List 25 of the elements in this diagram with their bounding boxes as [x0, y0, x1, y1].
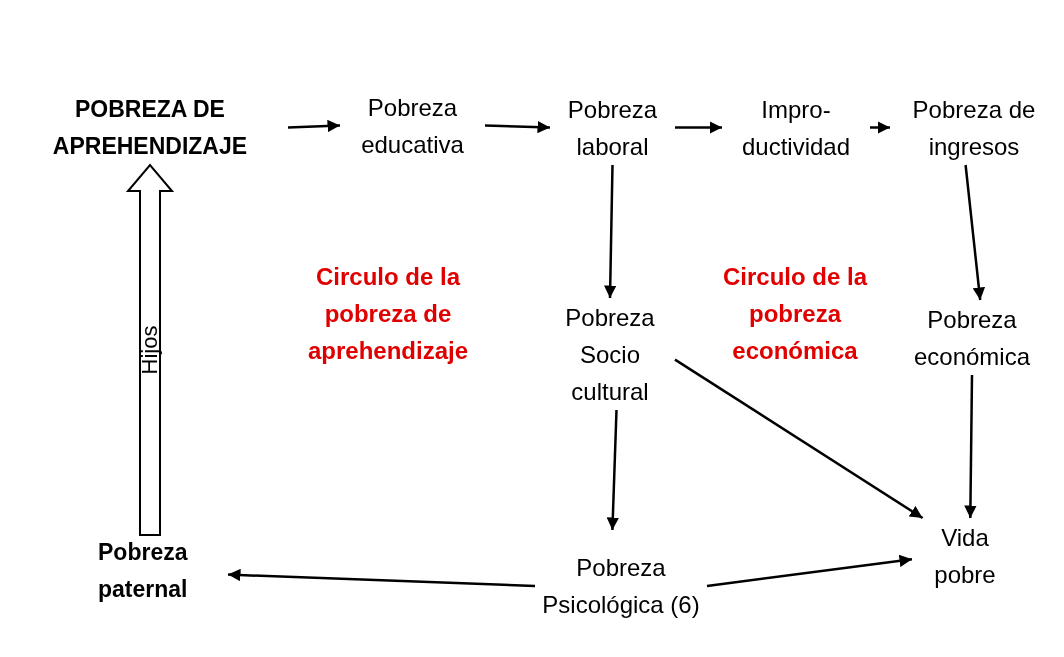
- arrow: [674, 358, 924, 520]
- node-label: POBREZA DE APREHENDIZAJE: [51, 94, 249, 161]
- arrow: [964, 375, 977, 518]
- node-label: Pobreza económica: [912, 304, 1032, 372]
- arrow: [484, 120, 551, 134]
- node-label: Pobreza de ingresos: [911, 94, 1037, 162]
- node-label: Pobreza Psicológica (6): [541, 553, 701, 620]
- arrow: [706, 554, 913, 588]
- block-arrow: [125, 163, 175, 536]
- node-label: Pobreza paternal: [98, 538, 189, 604]
- node-label: Pobreza laboral: [566, 94, 659, 162]
- arrow: [964, 164, 986, 301]
- cycle-title: Circulo de la pobreza económica: [721, 262, 869, 366]
- cycle-title: Circulo de la pobreza de aprehendizaje: [306, 262, 470, 366]
- node-label: Impro-ductividad: [740, 94, 852, 162]
- node-label: Pobreza Socio cultural: [564, 302, 656, 407]
- arrow: [227, 568, 536, 588]
- node-label: Pobreza educativa: [360, 92, 465, 160]
- arrow: [606, 409, 620, 531]
- arrow: [287, 119, 341, 133]
- edge-label: Hijos: [138, 324, 162, 377]
- node-label: Vida pobre: [933, 522, 997, 590]
- arrow: [675, 121, 722, 134]
- arrow: [870, 121, 890, 134]
- arrow: [604, 164, 617, 299]
